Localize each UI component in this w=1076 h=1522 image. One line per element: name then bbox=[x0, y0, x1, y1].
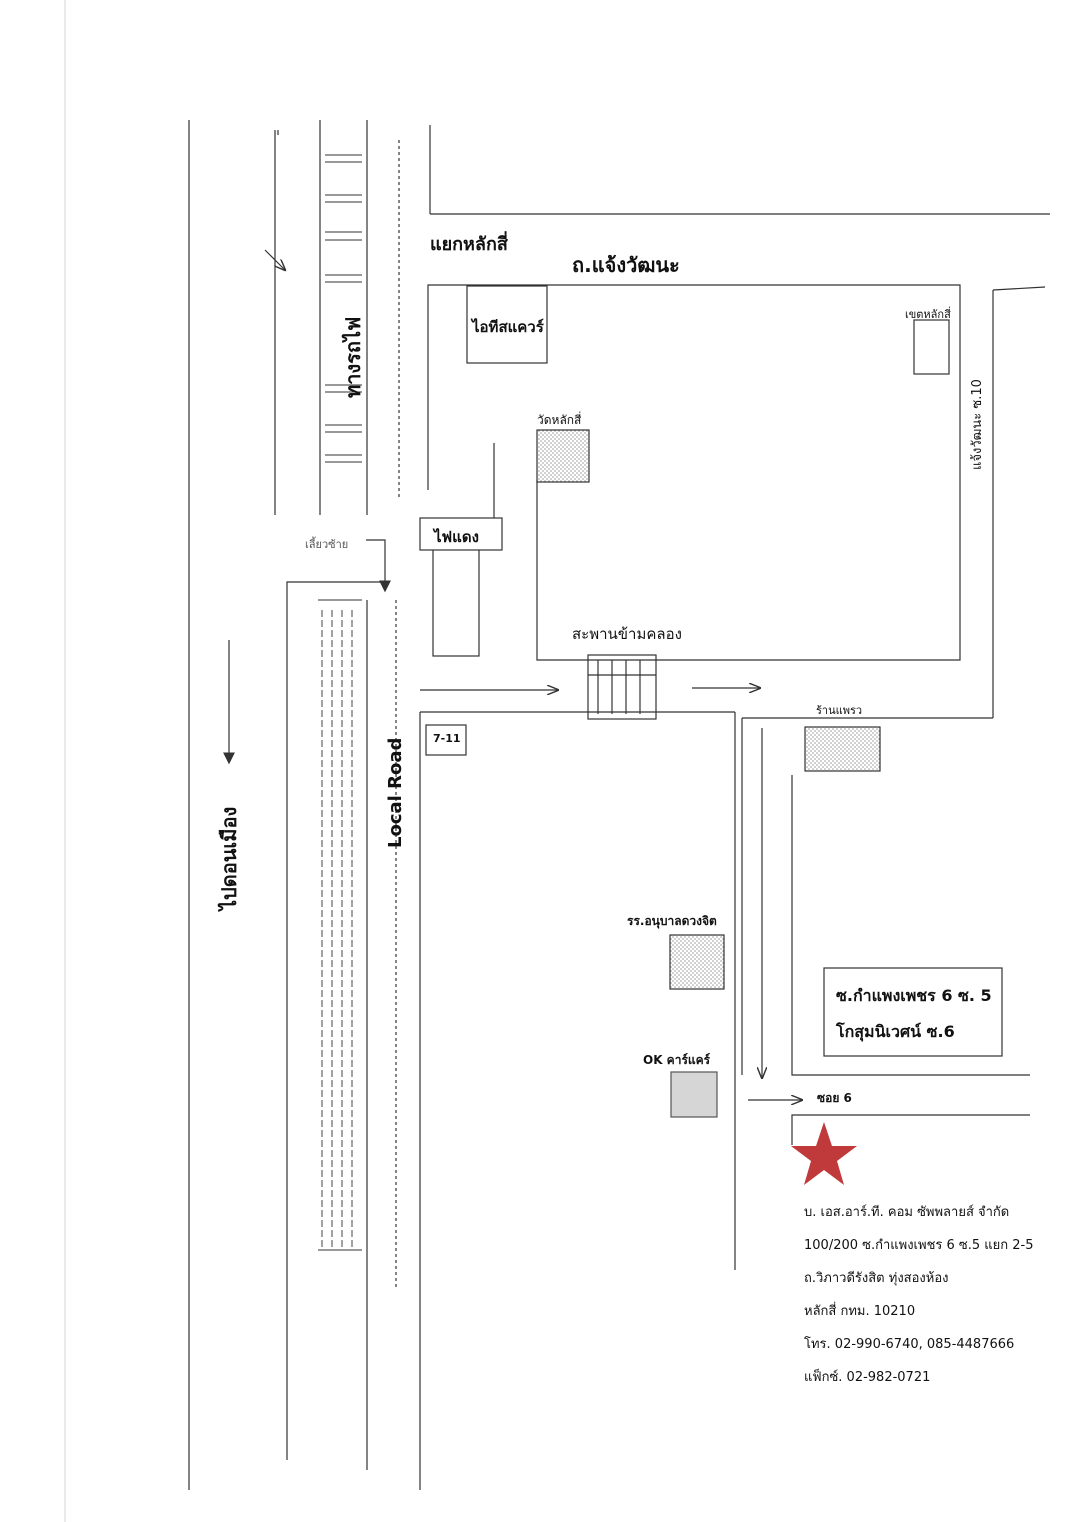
soi-info-box bbox=[823, 967, 1003, 1057]
road-edge bbox=[992, 286, 1046, 291]
address-line: แฟ็กซ์. 02-982-0721 bbox=[804, 1370, 931, 1385]
district-office-label: เขตหลักสี่ bbox=[905, 308, 951, 321]
turn-left-label: เลี้ยวซ้าย bbox=[305, 538, 349, 551]
side-road-label: แจ้งวัฒนะ ซ.10 bbox=[970, 379, 985, 470]
railway-edge bbox=[286, 581, 385, 1460]
seven-eleven-label: 7-11 bbox=[433, 732, 461, 745]
block-outline bbox=[427, 284, 961, 661]
road-edge bbox=[791, 775, 1030, 1076]
soi-6-label: ซอย 6 bbox=[817, 1091, 852, 1105]
temple-label: วัดหลักสี่ bbox=[537, 413, 582, 427]
it-square-building bbox=[466, 285, 548, 364]
kindergarten-building bbox=[669, 934, 725, 990]
soi-box-line2: โกสุมนิเวศน์ ซ.6 bbox=[836, 1022, 955, 1041]
turn-left-arrow-icon bbox=[366, 539, 391, 593]
local-road-label: Local Road bbox=[385, 737, 406, 848]
star-icon bbox=[791, 1122, 857, 1185]
road-edge bbox=[791, 1114, 1030, 1145]
address-line: โทร. 02-990-6740, 085-4487666 bbox=[804, 1337, 1015, 1352]
carcare-building bbox=[670, 1071, 718, 1118]
railway-sleepers bbox=[325, 154, 362, 463]
temple-building bbox=[536, 429, 590, 483]
address-line: ถ.วิภาวดีรังสิต ทุ่งสองห้อง bbox=[804, 1271, 949, 1286]
seven-eleven-building bbox=[425, 724, 467, 756]
railway-sleepers-lower bbox=[321, 610, 353, 1247]
address-line: 100/200 ซ.กำแพงเพชร 6 ซ.5 แยก 2-5 bbox=[804, 1238, 1034, 1253]
address-line: บ. เอส.อาร์.ที. คอม ซัพพลายส์ จำกัด bbox=[804, 1205, 1010, 1220]
carcare-label: OK คาร์แคร์ bbox=[643, 1053, 711, 1067]
phrae-shop-building bbox=[804, 726, 881, 772]
to-don-mueang-label: ไปดอนเมือง bbox=[217, 806, 241, 910]
kindergarten-label: รร.อนุบาลดวงจิต bbox=[627, 914, 717, 928]
district-office-building bbox=[913, 319, 950, 375]
railway-label: ทางรถไฟ bbox=[341, 316, 365, 398]
soi-box-line1: ซ.กำแพงเพชร 6 ซ. 5 bbox=[836, 986, 992, 1005]
phrae-shop-label: ร้านแพรว bbox=[816, 704, 863, 717]
traffic-light-label: ไฟแดง bbox=[434, 528, 479, 546]
building-outline bbox=[432, 547, 480, 657]
traffic-light-box bbox=[419, 517, 503, 551]
direction-arrow-icon bbox=[264, 249, 285, 270]
intersection-label: แยกหลักสี่ bbox=[430, 234, 508, 255]
company-address: บ. เอส.อาร์.ที. คอม ซัพพลายส์ จำกัด 100/… bbox=[804, 1196, 1034, 1394]
it-square-label: ไอทีสแควร์ bbox=[472, 318, 544, 336]
main-road-label: ถ.แจ้งวัฒนะ bbox=[572, 253, 680, 277]
bridge-label: สะพานข้ามคลอง bbox=[572, 625, 682, 643]
address-line: หลักสี่ กทม. 10210 bbox=[804, 1304, 916, 1319]
bridge-icon bbox=[587, 654, 657, 720]
